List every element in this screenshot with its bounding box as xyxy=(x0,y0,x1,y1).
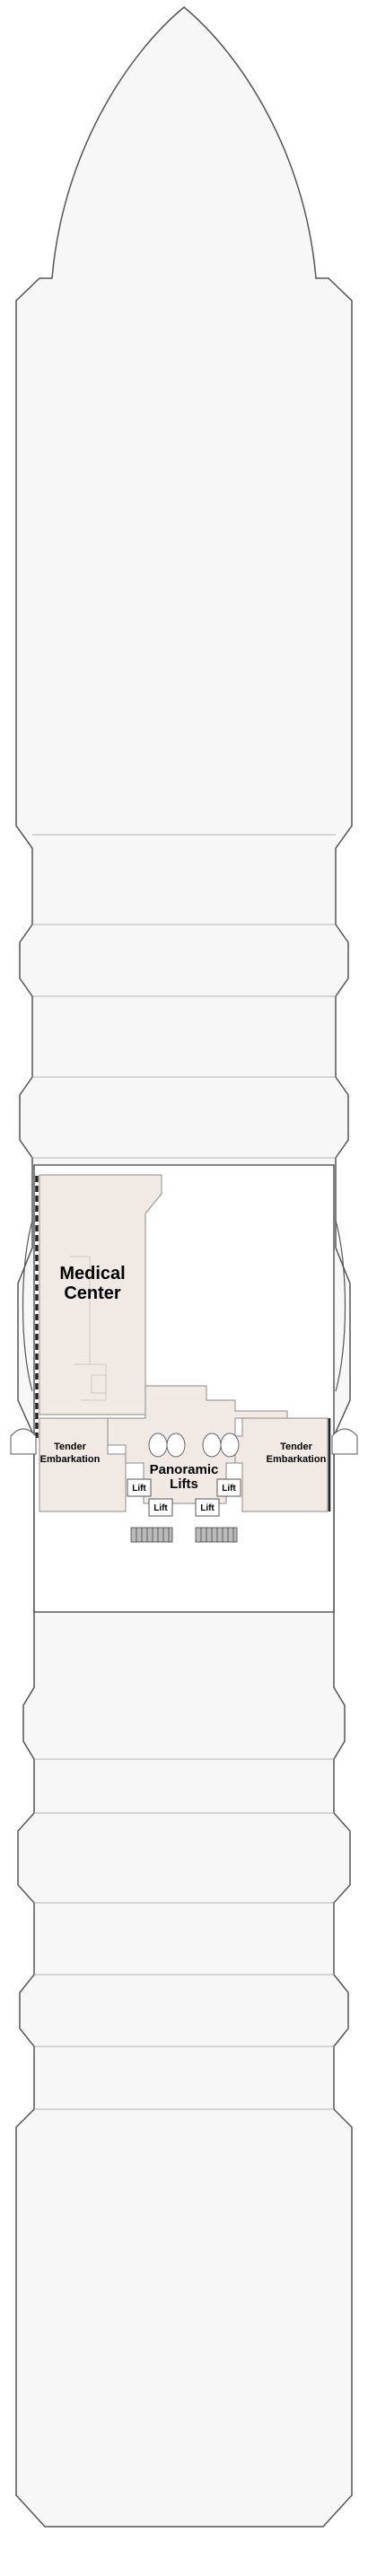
medical-center-room xyxy=(39,1174,162,1415)
panoramic-lift-pods xyxy=(148,1433,240,1458)
tender-embarkation-port-label: Tender xyxy=(54,1441,87,1452)
medical-center-interior xyxy=(70,1256,107,1401)
lift-label: Lift xyxy=(132,1484,146,1494)
port-side-bulge xyxy=(22,1220,33,1392)
lift-label: Lift xyxy=(200,1503,215,1513)
lift-box xyxy=(195,1498,220,1517)
panoramic-lifts-label-2: Lifts xyxy=(170,1476,198,1492)
tender-door-port xyxy=(10,1428,37,1455)
lift-label: Lift xyxy=(222,1484,236,1494)
stairs-starboard xyxy=(195,1527,238,1543)
lift-box xyxy=(216,1478,241,1497)
lift-label: Lift xyxy=(153,1503,168,1513)
starboard-side-bulge xyxy=(335,1220,346,1392)
stairs-port xyxy=(130,1527,173,1543)
tender-embarkation-starboard-label-2: Embarkation xyxy=(267,1454,327,1465)
tender-embarkation-port-room xyxy=(39,1417,127,1512)
lift-box xyxy=(127,1478,152,1497)
tender-door-starboard xyxy=(331,1428,358,1455)
medical-center-label: Medical xyxy=(59,1264,125,1284)
lift-box xyxy=(148,1498,173,1517)
tender-embarkation-starboard-room xyxy=(234,1417,329,1512)
tender-embarkation-port-label-2: Embarkation xyxy=(40,1454,101,1465)
hull-detail-lines xyxy=(32,834,336,2110)
panoramic-lifts-label: Panoramic xyxy=(150,1462,219,1477)
medical-center-label-2: Center xyxy=(64,1284,121,1303)
tender-embarkation-starboard-label: Tender xyxy=(280,1441,313,1452)
